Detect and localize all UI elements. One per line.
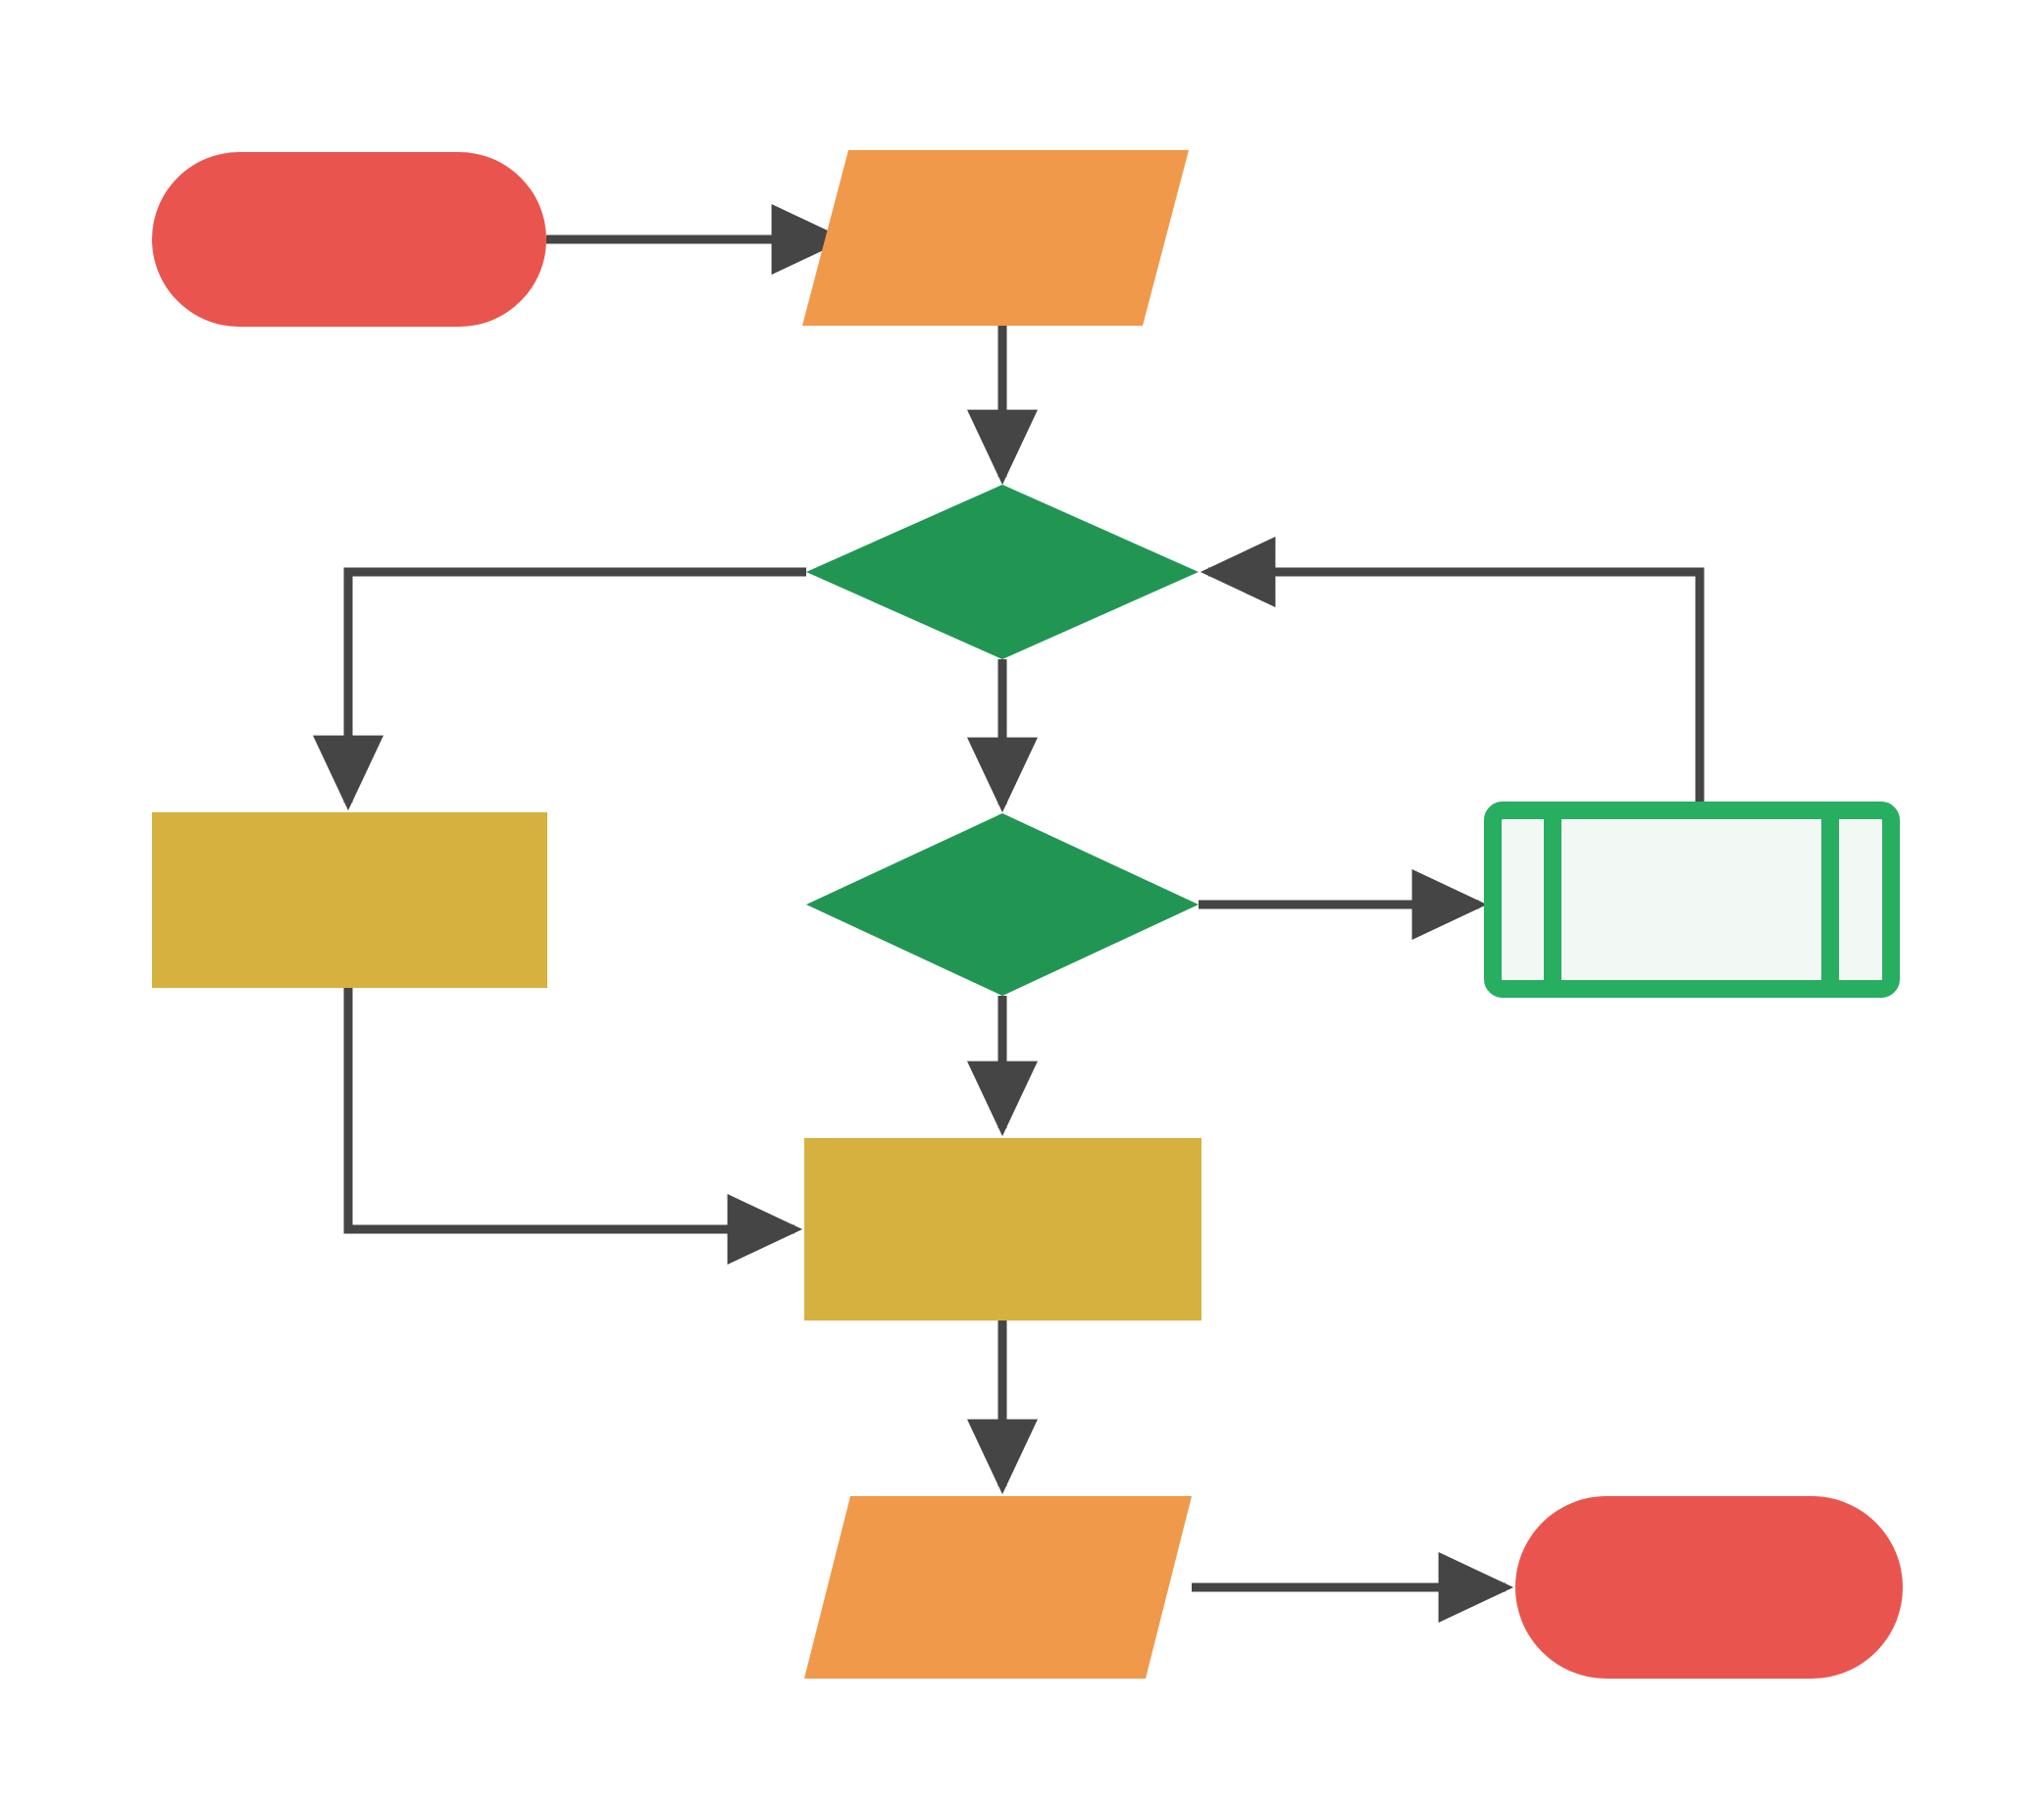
decision-two-shape[interactable] (806, 813, 1199, 996)
output-parallelogram-shape[interactable] (804, 1496, 1192, 1679)
input-parallelogram-shape[interactable] (802, 150, 1189, 326)
node-start-terminator[interactable] (152, 152, 546, 327)
node-input-parallelogram[interactable] (802, 150, 1189, 326)
node-process-center[interactable] (804, 1138, 1201, 1321)
edge-decision-one-to-process-left (313, 567, 806, 811)
decision-one-shape[interactable] (806, 485, 1199, 659)
edge-subroutine-to-decision-one (1200, 537, 1705, 806)
start-terminator-shape[interactable] (152, 152, 546, 327)
node-subroutine-right[interactable] (1484, 802, 1900, 998)
edge-layer (313, 204, 1705, 1623)
node-output-parallelogram[interactable] (804, 1496, 1192, 1679)
end-terminator-shape[interactable] (1515, 1496, 1903, 1679)
node-layer (152, 150, 1903, 1679)
edge-process-left-to-process-center (343, 988, 803, 1265)
node-decision-two[interactable] (806, 813, 1199, 996)
process-left-shape[interactable] (152, 812, 547, 988)
subroutine-right-shape[interactable] (1484, 802, 1900, 998)
node-process-left[interactable] (152, 812, 547, 988)
process-center-shape[interactable] (804, 1138, 1201, 1321)
node-end-terminator[interactable] (1515, 1496, 1903, 1679)
node-decision-one[interactable] (806, 485, 1199, 659)
